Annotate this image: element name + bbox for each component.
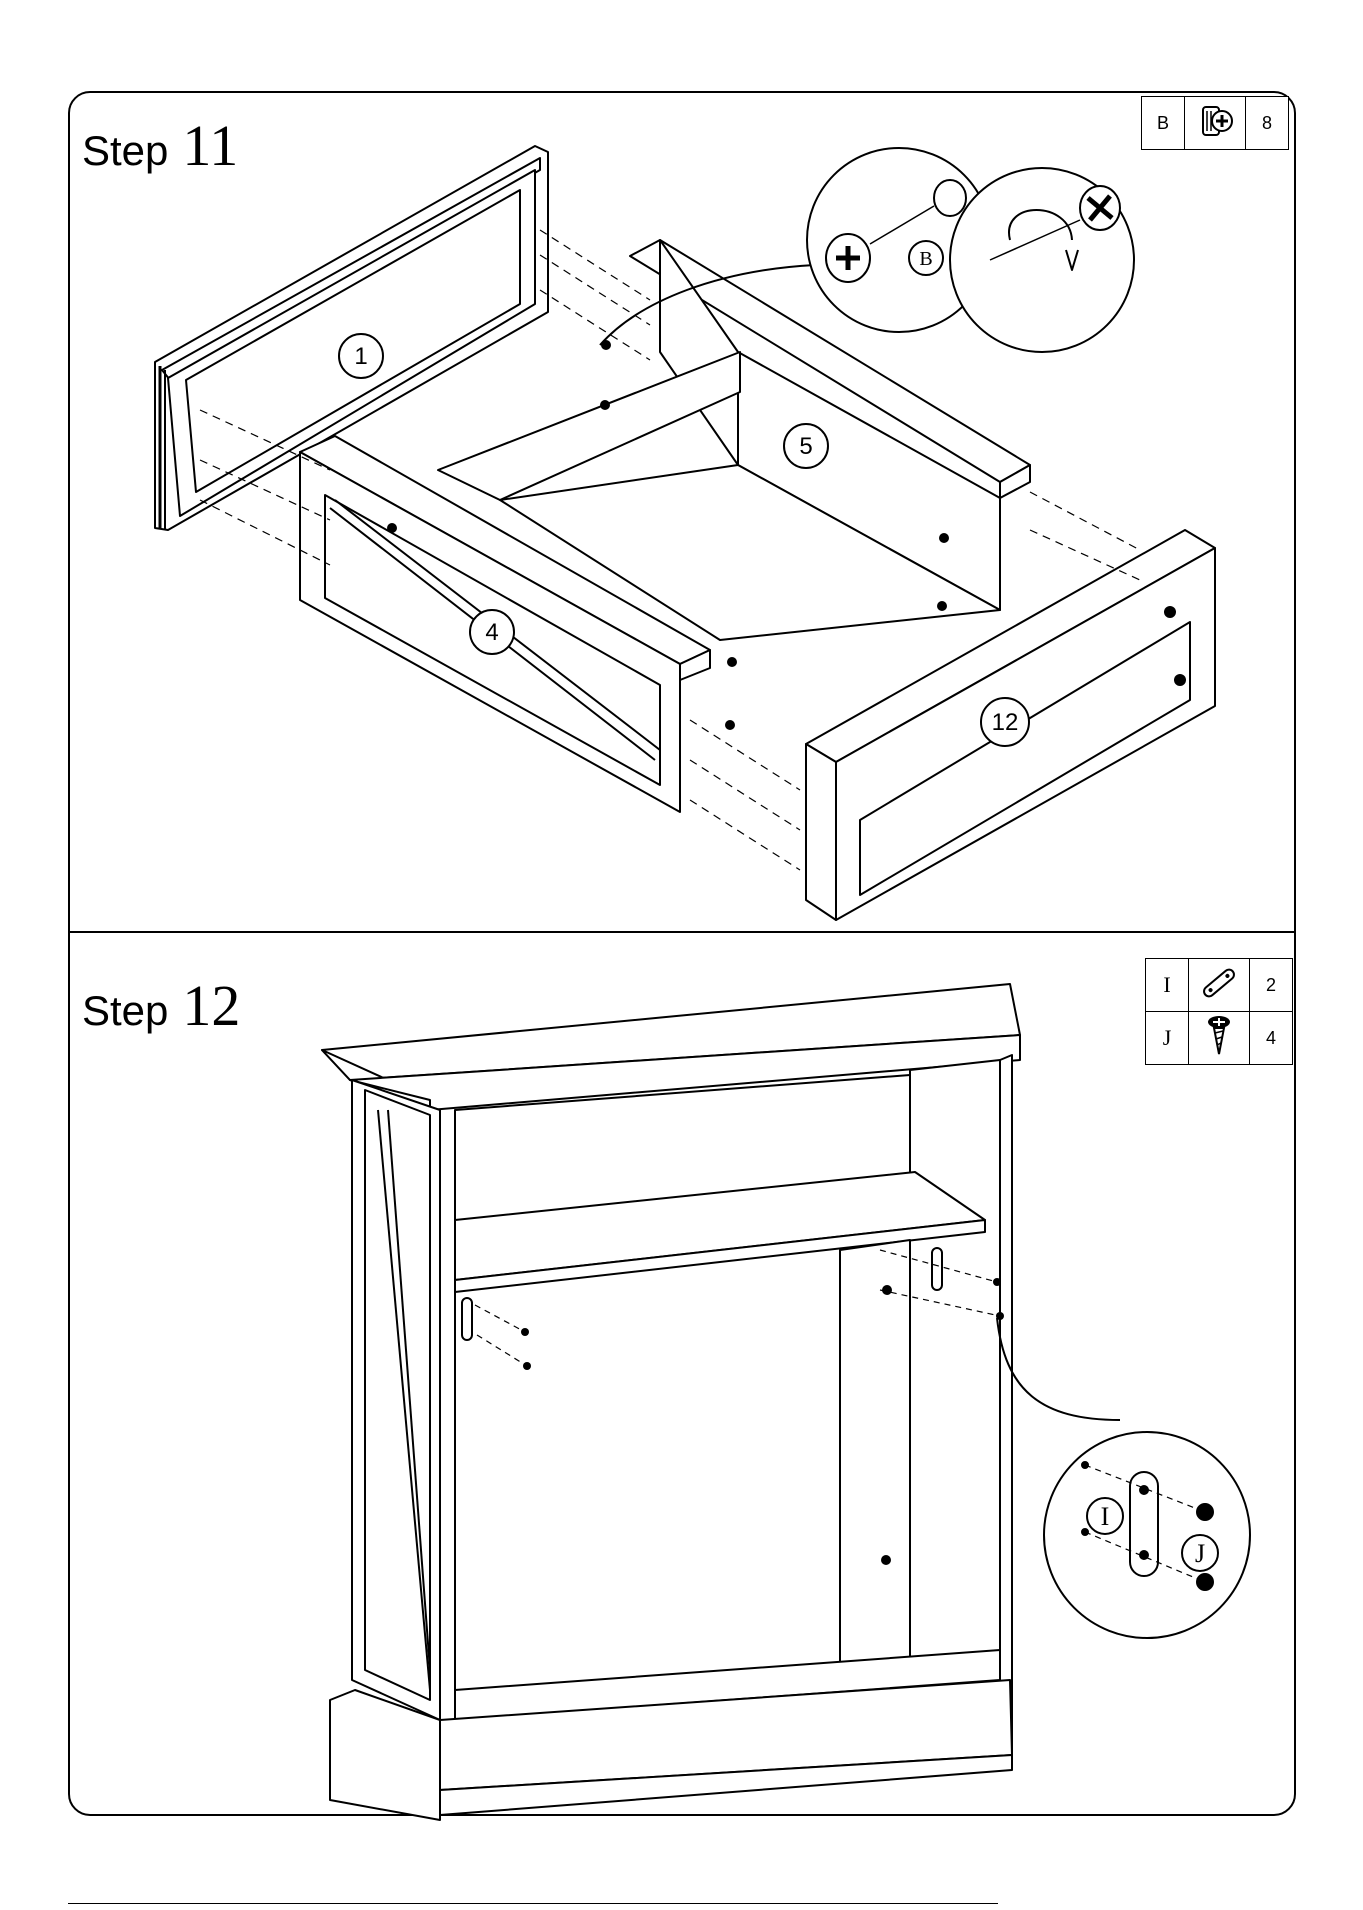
footer-rule bbox=[68, 1903, 998, 1904]
callout-label-j: J bbox=[1195, 1539, 1205, 1568]
part-label-12: 12 bbox=[992, 709, 1019, 736]
callout-label-b: B bbox=[919, 248, 932, 270]
part-label-4: 4 bbox=[485, 619, 498, 646]
callout-label-i: I bbox=[1101, 1502, 1110, 1531]
bracket-right bbox=[932, 1248, 942, 1290]
fireplace-mantel-drawing bbox=[322, 984, 1020, 1820]
bracket-left bbox=[462, 1298, 472, 1340]
part-label-1: 1 bbox=[354, 343, 367, 370]
part-label-5: 5 bbox=[799, 433, 812, 460]
